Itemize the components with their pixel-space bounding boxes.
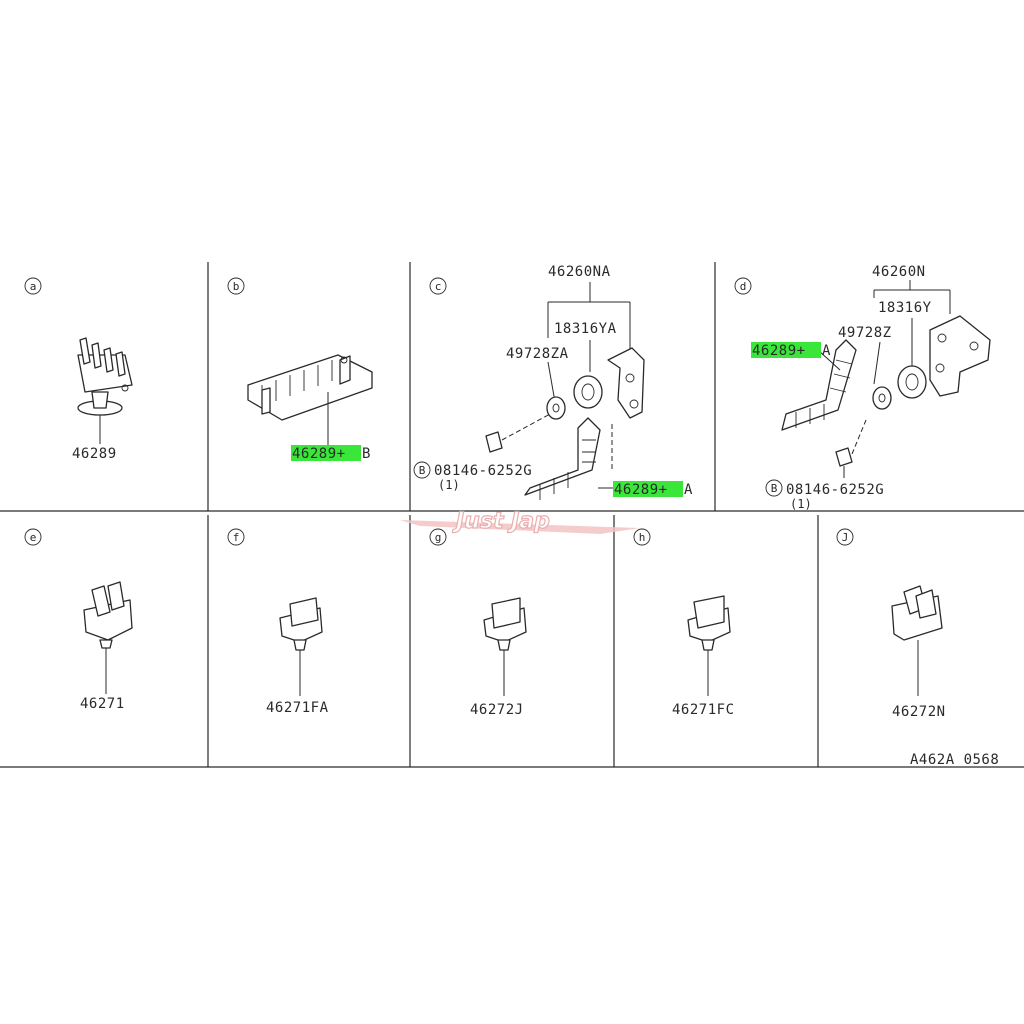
panel-marker-b: b bbox=[227, 277, 245, 295]
panel-marker-h: h bbox=[633, 528, 651, 546]
part-number-46271: 46271 bbox=[80, 696, 125, 712]
clip-46272j-drawing bbox=[483, 597, 527, 651]
bolt-c-drawing bbox=[485, 413, 551, 453]
panel-marker-c: c bbox=[429, 277, 447, 295]
part-number-46289a-d: 46289+ bbox=[752, 343, 806, 359]
clip-46271fa-drawing bbox=[279, 597, 323, 651]
panel-grid bbox=[0, 262, 1024, 768]
diagram-code: A462A 0568 bbox=[910, 752, 999, 768]
svg-text:J: J bbox=[842, 531, 849, 544]
clip-46289a-d-drawing bbox=[781, 339, 857, 431]
part-number-46271fa: 46271FA bbox=[266, 700, 329, 716]
grommet-c-drawing bbox=[573, 375, 603, 409]
quantity-d: (1) bbox=[790, 497, 812, 511]
part-number-18316ya: 18316YA bbox=[554, 321, 617, 337]
part-number-46289a-c: 46289+ bbox=[614, 482, 668, 498]
part-number-08146-6252g-c: 08146-6252G bbox=[434, 463, 532, 479]
svg-text:c: c bbox=[435, 280, 442, 293]
svg-text:Just Jap: Just Jap bbox=[452, 509, 550, 534]
part-number-46289: 46289 bbox=[72, 446, 117, 462]
washer-c-drawing bbox=[546, 396, 566, 420]
part-suffix-b: B bbox=[362, 446, 371, 462]
part-number-08146-6252g-d: 08146-6252G bbox=[786, 482, 884, 498]
bolt-marker-c: B bbox=[419, 464, 426, 477]
svg-text:h: h bbox=[639, 531, 646, 544]
part-number-18316y: 18316Y bbox=[878, 300, 932, 316]
panel-marker-d: d bbox=[734, 277, 752, 295]
bolt-d-drawing bbox=[835, 419, 867, 467]
svg-text:f: f bbox=[233, 531, 240, 544]
part-number-46260n: 46260N bbox=[872, 264, 926, 280]
panel-marker-a: a bbox=[24, 277, 42, 295]
svg-text:g: g bbox=[435, 531, 442, 544]
panel-marker-g: g bbox=[429, 528, 447, 546]
washer-d-drawing bbox=[872, 386, 892, 410]
clip-46289b-drawing bbox=[247, 354, 373, 421]
panel-marker-j: J bbox=[836, 528, 854, 546]
part-number-46289b: 46289+ bbox=[292, 446, 346, 462]
part-number-46272n: 46272N bbox=[892, 704, 946, 720]
part-suffix-a-c: A bbox=[684, 482, 693, 498]
part-number-46271fc: 46271FC bbox=[672, 702, 735, 718]
bracket-c-drawing bbox=[607, 347, 645, 419]
bolt-marker-d: B bbox=[771, 482, 778, 495]
panel-marker-e: e bbox=[24, 528, 42, 546]
svg-text:b: b bbox=[233, 280, 240, 293]
part-number-49728z: 49728Z bbox=[838, 325, 892, 341]
svg-text:a: a bbox=[30, 280, 37, 293]
grommet-d-drawing bbox=[897, 365, 927, 399]
panel-marker-f: f bbox=[227, 528, 245, 546]
clip-46271fc-drawing bbox=[687, 595, 731, 651]
part-number-46260na: 46260NA bbox=[548, 264, 611, 280]
clip-46289-drawing bbox=[77, 337, 133, 416]
svg-text:d: d bbox=[740, 280, 747, 293]
just-jap-watermark: Just Jap bbox=[400, 508, 640, 535]
svg-text:e: e bbox=[30, 531, 37, 544]
clip-46272n-drawing bbox=[891, 585, 943, 641]
clip-46271-drawing bbox=[83, 581, 133, 649]
clip-46289a-c-drawing bbox=[524, 417, 601, 500]
part-number-49728za: 49728ZA bbox=[506, 346, 569, 362]
part-number-46272j: 46272J bbox=[470, 702, 524, 718]
part-suffix-a-d: A bbox=[822, 343, 831, 359]
quantity-c: (1) bbox=[438, 478, 460, 492]
bracket-d-drawing bbox=[929, 315, 991, 397]
